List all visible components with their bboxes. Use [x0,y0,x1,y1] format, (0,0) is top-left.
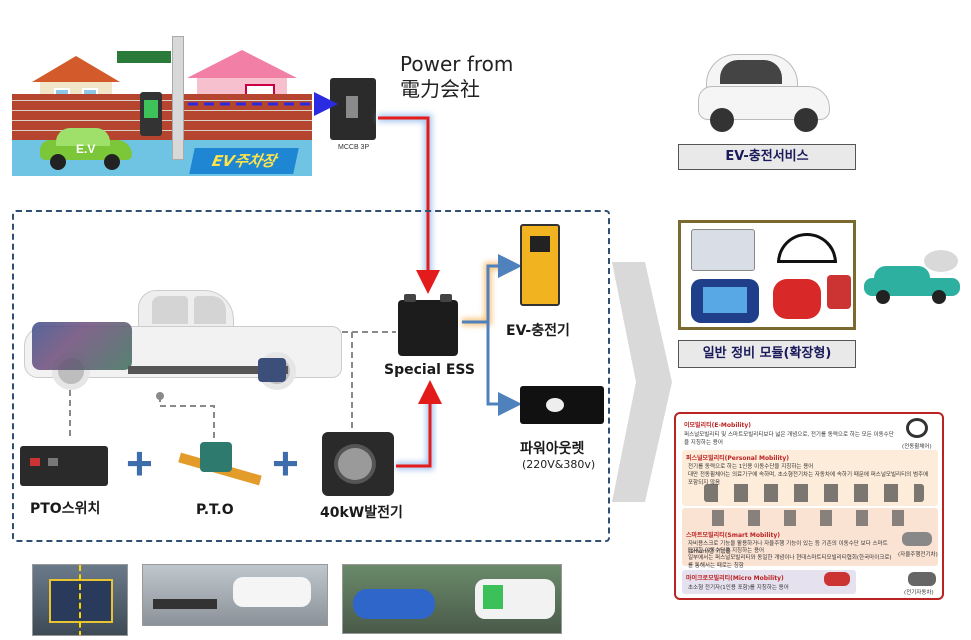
ev-car-small-icon [908,572,936,586]
utility-pole [172,36,184,160]
ev-charger-icon [520,224,560,306]
plus-sign-1: + [126,437,153,489]
micro-mobility-title: 마이크로모빌리티(Micro Mobility) [686,575,784,582]
impact-wrench-icon [827,275,851,309]
e-mobility-intro: 퍼스널모빌리티 및 스마트모빌리티보다 넓은 개념으로, 전기를 동력으로 하는… [684,430,898,446]
towing-trailer-photo [142,564,328,626]
micro-mobility-line1: 초소형 전기자(1인용 포함)를 지칭하는 용어 [688,585,789,591]
red-power-arrow-bottom [396,380,442,468]
ess-label: Special ESS [384,362,475,378]
pole-sign [116,50,172,64]
power-line1: Power from [400,52,514,76]
generator-label: 40kW발전기 [320,505,403,521]
charging-station-icon [140,92,162,136]
smart-mobility-line3: 일부에서는 퍼스널모빌리티와 동일한 개념이나 현대스마트티모빌리티협회(한국마… [688,555,892,569]
diagnostic-device-icon [691,229,755,271]
dashed-pto [159,396,215,440]
wheelchair-icon [906,418,928,438]
e-mobility-intro-text: 퍼스널모빌리티 및 스마트모빌리티보다 넓은 개념으로, 전기를 동력으로 하는… [684,432,894,446]
maintenance-module-label: 일반 정비 모듈(확장형) [678,340,856,368]
ev-charging-photo [342,564,562,634]
wheelchair-tag: (전동휠체어) [902,444,932,450]
top-scene: E.V EV주차장 [12,36,312,176]
micro-car-icon [824,572,850,586]
air-compressor-icon [773,279,821,319]
ev-suv-image [698,48,832,134]
smart-car-icon [902,532,932,546]
generator-image [322,432,394,496]
pto-unit-image [170,434,264,498]
power-outlet-icon [520,386,604,424]
power-line2: 電力会社 [400,77,480,101]
smart-mobility-line1: 자비용스크로 기능을 활용하거나 자율주행 기능이 있는 등 기존의 이동수단 … [688,541,888,555]
vehicle-system-frame [12,210,610,542]
smart-mobility-title: 스마트모빌리티(Smart Mobility) [686,532,780,539]
personal-mobility-section: 퍼스널모빌리티(Personal Mobility) 전기를 동력으로 하는 1… [682,450,938,506]
e-mobility-card: 이모빌리티(E-Mobility) 퍼스널모빌리티 및 스마트모빌리티보다 넓은… [674,412,944,600]
mccb-label: MCCB 3P [338,144,370,151]
red-power-arrow-top [378,116,440,294]
e-mobility-title: 이모빌리티(E-Mobility) [684,422,752,429]
breakdown-car-icon [864,250,964,304]
scan-tool-icon [691,279,759,323]
pickup-truck-image [18,282,346,394]
outlet-label: 파워아웃렛 [520,441,585,457]
ev-car-label: E.V [76,142,96,156]
pto-switch-image [20,446,108,486]
micro-tag: (전기자동차) [904,590,934,596]
power-cable-icon [777,233,837,263]
maintenance-equipment-frame [678,220,856,330]
ev-car-icon: E.V [40,128,132,170]
personal-mobility-line2: 대만 전동휠체어는 의료기구에 속하며, 초소형전기차는 자동차에 속하기 때문… [688,472,929,486]
pto-label: P.T.O [196,502,234,518]
pto-switch-label: PTO스위치 [30,501,101,517]
personal-mobility-title: 퍼스널모빌리티(Personal Mobility) [686,455,790,462]
personal-mobility-line1: 전기를 동력으로 하는 1인용 이동수단을 지칭하는 용어 [688,464,814,470]
vehicle-cargo-photo [32,564,128,636]
ev-service-label: EV-충전서비스 [678,144,856,170]
power-source-title: Power from 電力会社 [400,52,513,102]
smart-tag: (자율주행전기차) [898,552,938,558]
drive-shaft [128,366,288,374]
ev-charger-label: EV-충전기 [506,323,570,339]
branch-to-outlet [462,320,522,416]
smart-mobility-line2: 탑재한 이동수단을 지칭하는 용어 [688,548,765,554]
personal-vehicles-icons [704,484,924,502]
smart-vehicles-icons [712,510,918,526]
plus-sign-2: + [272,437,299,489]
dashed-generator [351,332,353,434]
outlet-voltage: (220V&380v) [522,458,596,471]
ess-battery-icon [398,294,458,356]
smart-mobility-section: 스마트모빌리티(Smart Mobility) 자비용스크로 기능을 활용하거나… [682,508,938,569]
rear-axle-icon [258,358,286,382]
engine-drivetrain-icon [32,322,132,370]
